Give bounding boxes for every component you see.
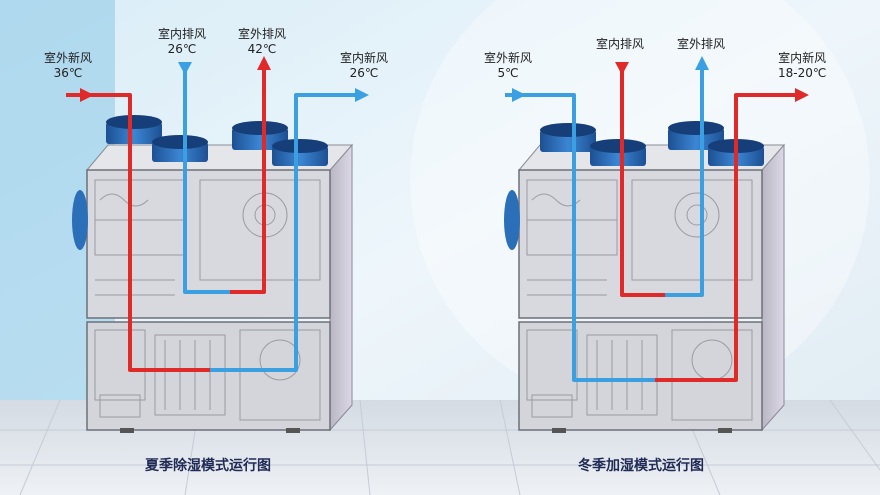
summer-indoor-fresh-name: 室内新风 [340,51,389,65]
summer-outdoor-fresh-label: 室外新风 36℃ [44,51,92,81]
winter-duct-collars [540,121,764,166]
winter-indoor-exhaust-flow [620,62,665,297]
summer-outdoor-fresh-name: 室外新风 [44,51,93,65]
summer-indoor-exhaust-name: 室内排风 [158,27,207,41]
winter-indoor-fresh-flow [655,93,795,382]
winter-outdoor-exhaust-name: 室外排风 [677,37,726,51]
summer-indoor-fresh-temp: 26℃ [349,66,379,80]
winter-outdoor-fresh-temp: 5℃ [497,66,519,80]
winter-outdoor-fresh-flow [505,93,655,382]
summer-indoor-exhaust-label: 室内排风 26℃ [158,27,206,57]
summer-airflows [66,62,355,372]
summer-indoor-exhaust-arrow [178,62,192,75]
summer-caption: 夏季除湿模式运行图 [145,458,271,474]
winter-outdoor-exhaust-label: 室外排风 [677,37,725,52]
winter-indoor-exhaust-arrow [615,62,629,75]
summer-outdoor-fresh-temp: 36℃ [53,66,83,80]
winter-indoor-fresh-arrow [795,88,809,102]
winter-outdoor-fresh-label: 室外新风 5℃ [484,51,532,81]
summer-outdoor-exhaust-temp: 42℃ [247,42,277,56]
winter-airflows [505,62,795,382]
summer-outdoor-fresh-arrow [80,88,94,102]
winter-indoor-exhaust-label: 室内排风 [596,37,644,52]
summer-outdoor-exhaust-label: 室外排风 42℃ [238,27,286,57]
summer-indoor-exhaust-flow [183,62,230,294]
summer-outdoor-exhaust-flow [230,68,266,294]
summer-arrowheads [80,56,369,102]
summer-outdoor-exhaust-arrow [257,56,271,70]
winter-indoor-fresh-temp: 18-20℃ [778,66,827,80]
winter-outdoor-exhaust-arrow [695,56,709,70]
summer-indoor-fresh-label: 室内新风 26℃ [340,51,388,81]
summer-outdoor-fresh-flow [66,93,210,372]
summer-indoor-fresh-flow [210,93,355,372]
summer-unit [72,115,354,433]
winter-outdoor-fresh-name: 室外新风 [484,51,533,65]
winter-outdoor-exhaust-flow [665,68,704,297]
winter-arrowheads [512,56,809,102]
winter-unit [504,121,786,433]
summer-outdoor-exhaust-name: 室外排风 [238,27,287,41]
winter-indoor-fresh-label: 室内新风 18-20℃ [778,51,826,81]
winter-outdoor-fresh-arrow [512,88,526,102]
winter-caption: 冬季加湿模式运行图 [578,458,704,474]
summer-indoor-fresh-arrow [355,88,369,102]
summer-duct-collars [106,115,328,166]
summer-indoor-exhaust-temp: 26℃ [167,42,197,56]
winter-indoor-exhaust-name: 室内排风 [596,37,645,51]
winter-indoor-fresh-name: 室内新风 [778,51,827,65]
